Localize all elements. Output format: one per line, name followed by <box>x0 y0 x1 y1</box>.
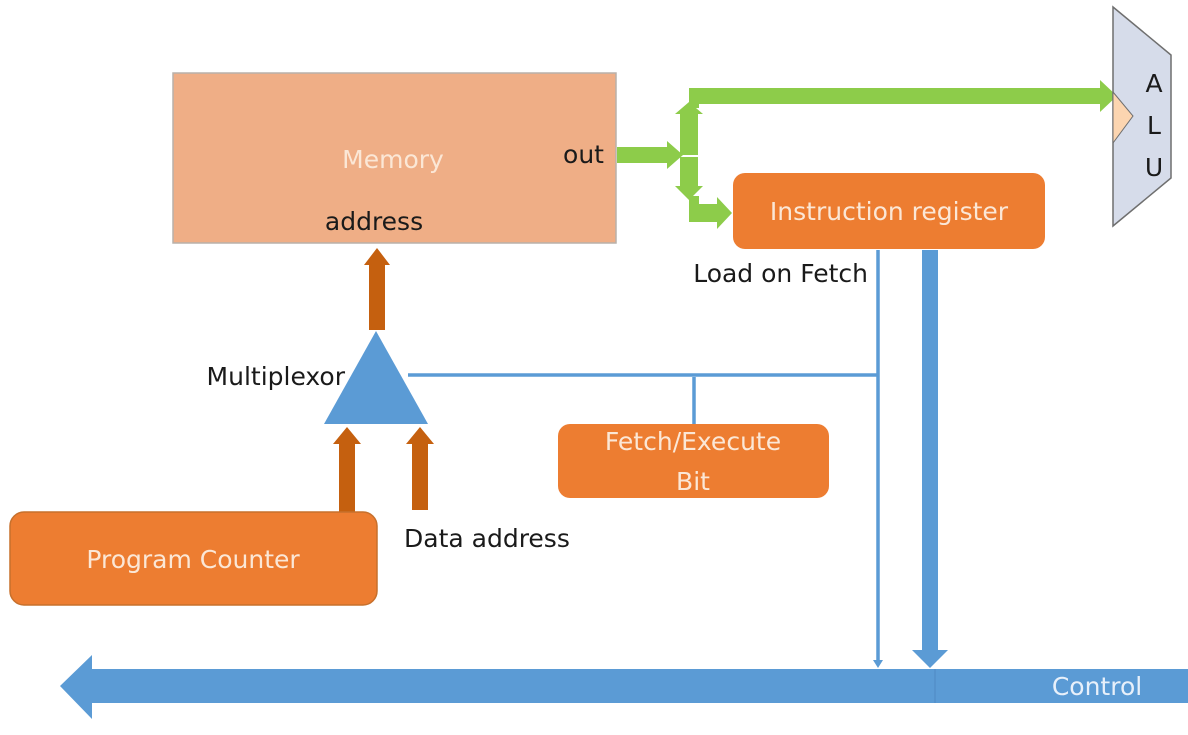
memory-output-bus <box>617 80 1117 229</box>
memory-address-port-label: address <box>325 207 423 236</box>
multiplexor-block[interactable]: Multiplexor <box>207 331 428 424</box>
fetch-execute-bit-box <box>558 424 829 498</box>
memory-label: Memory <box>342 145 444 174</box>
alu-letter-a: A <box>1145 69 1162 98</box>
pc-to-mux-arrow <box>333 427 361 512</box>
trunk-down-arrow <box>675 157 703 200</box>
address-arrows <box>333 248 434 512</box>
memory-out-port-label: out <box>563 140 604 169</box>
fetch-execute-bit-label-line1: Fetch/Execute <box>605 427 781 456</box>
bus-to-alu-arrow <box>689 80 1117 112</box>
ir-to-control-arrow <box>912 250 948 668</box>
bus-to-ir-arrow <box>689 197 732 229</box>
alu-letter-u: U <box>1145 153 1163 182</box>
multiplexor-triangle <box>324 331 428 424</box>
program-counter-block[interactable]: Program Counter <box>9 511 378 606</box>
control-bus-arrow <box>60 655 1188 719</box>
data-address-to-mux-arrow <box>406 427 434 510</box>
control-bus-label: Control <box>1052 672 1142 701</box>
alu-input-notch <box>1112 90 1134 145</box>
program-counter-box <box>9 511 378 606</box>
load-on-fetch-label: Load on Fetch <box>693 259 868 288</box>
load-on-fetch-arrowhead <box>873 660 883 668</box>
memory-block[interactable]: Memory out address <box>172 72 617 244</box>
bus-top-corner <box>689 88 699 108</box>
fetch-execute-bit-block[interactable]: Fetch/Execute Bit <box>558 424 829 498</box>
instruction-register-label: Instruction register <box>770 197 1009 226</box>
memory-box <box>172 72 617 244</box>
program-counter-label: Program Counter <box>86 545 300 574</box>
mux-to-memory-address-arrow <box>364 248 390 330</box>
data-address-label: Data address <box>404 524 570 553</box>
alu-shape <box>1112 5 1172 228</box>
alu-block[interactable]: A L U <box>1112 5 1172 228</box>
instruction-register-box <box>733 173 1045 249</box>
trunk-up-arrow <box>675 102 703 155</box>
out-to-junction-arrow <box>617 141 683 169</box>
fetch-execute-bit-label-line2: Bit <box>676 467 710 496</box>
instruction-register-block[interactable]: Instruction register <box>733 173 1045 249</box>
alu-letter-l: L <box>1147 111 1161 140</box>
control-bus[interactable]: Control <box>60 655 1188 719</box>
control-signal-lines <box>408 250 880 664</box>
multiplexor-label: Multiplexor <box>207 362 346 391</box>
bus-lower-corner <box>689 196 699 222</box>
